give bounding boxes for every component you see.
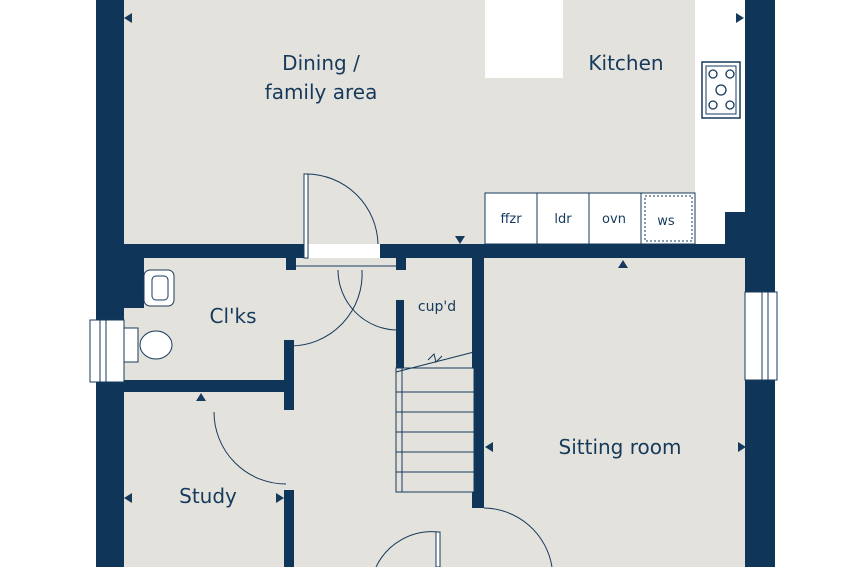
door-front [375, 507, 553, 567]
appliance-oven-label: ovn [602, 212, 626, 227]
room-label-cupboard: cup'd [418, 299, 456, 315]
door-study [213, 411, 287, 485]
kitchen-island [485, 0, 563, 78]
dimension-markers [124, 13, 746, 503]
room-label-dining-line1: Dining / [282, 51, 360, 75]
room-label-sitting-room: Sitting room [559, 435, 682, 459]
toilet-icon [123, 327, 173, 363]
room-label-study: Study [179, 484, 237, 508]
room-label-cloaks: Cl'ks [209, 304, 256, 328]
room-label-kitchen: Kitchen [588, 51, 663, 75]
staircase [395, 351, 475, 493]
basin-icon [143, 269, 175, 307]
room-label-dining-line2: family area [265, 80, 378, 104]
window-sitting-room [744, 291, 778, 381]
appliance-fridge-freezer-label: ffzr [500, 212, 522, 227]
walls [96, 0, 775, 567]
hob-icon [701, 61, 741, 119]
appliance-washer-label: ws [657, 214, 675, 229]
floor-kitchen-wall-units [695, 0, 745, 212]
door-dining [303, 173, 379, 259]
window-cloaks [89, 319, 125, 383]
door-cloaks [289, 265, 399, 347]
appliance-laundry-label: ldr [554, 212, 572, 227]
appliance-row [484, 192, 696, 245]
